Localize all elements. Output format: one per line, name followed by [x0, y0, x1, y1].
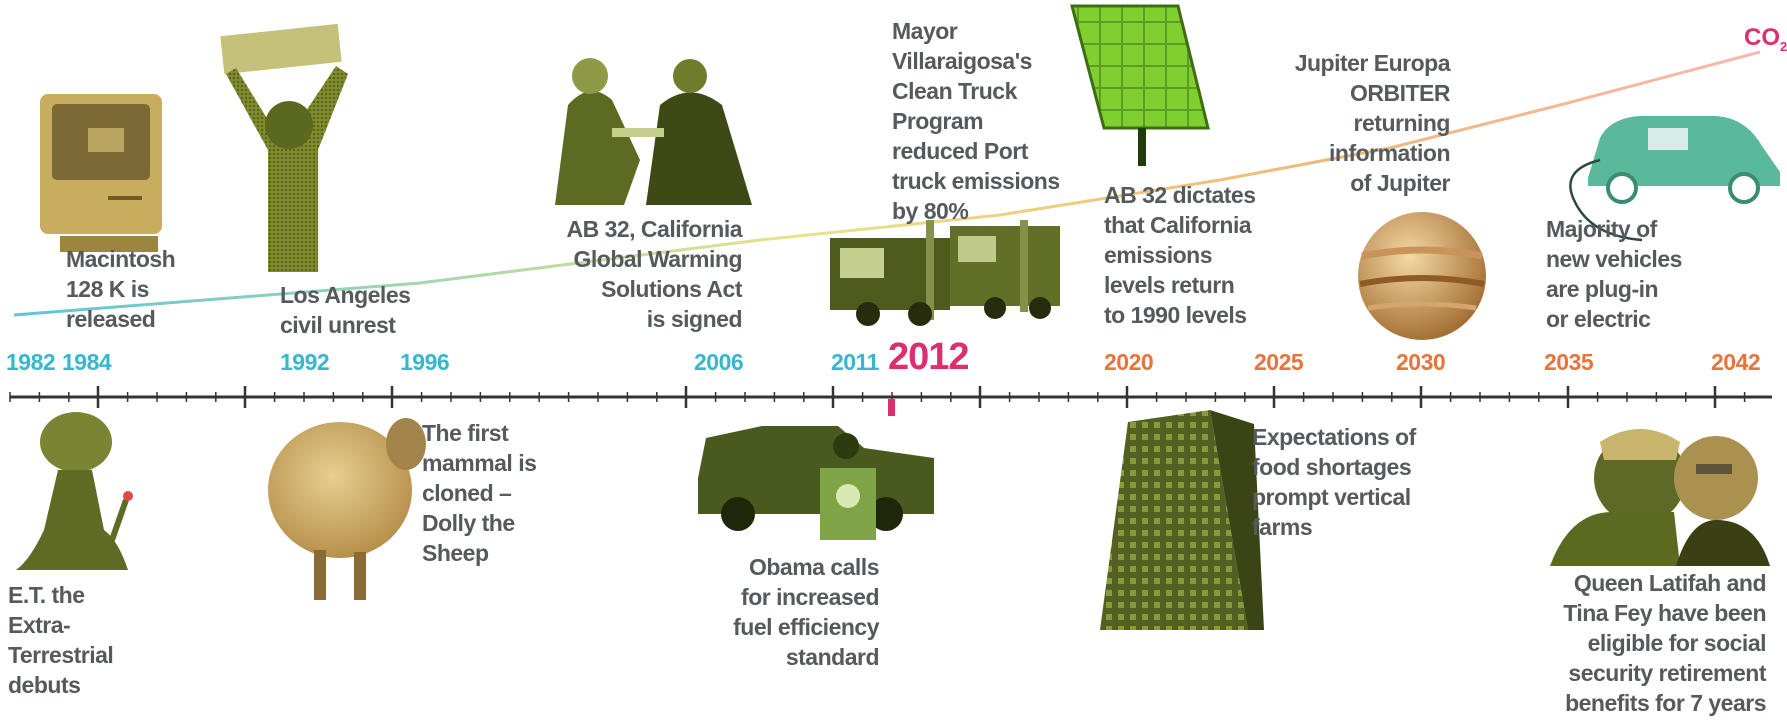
handshake-image — [555, 58, 752, 205]
year-2011: 2011 — [831, 349, 879, 375]
current-year: 2012 — [888, 336, 970, 378]
jupiter-image — [1358, 212, 1486, 340]
electric-car-image — [1569, 116, 1780, 242]
co2-subscript: 2 — [1780, 38, 1787, 54]
event-macintosh: Macintosh 128 K is released — [66, 246, 176, 332]
event-dolly-cloned: The first mammal is cloned – Dolly the S… — [422, 420, 537, 566]
vertical-farm-building-image — [1100, 410, 1264, 630]
dolly-sheep-image — [268, 418, 426, 600]
solar-panel-image — [1070, 4, 1210, 166]
axis-ticks — [9, 386, 1746, 408]
year-1982: 1982 — [6, 349, 56, 375]
event-clean-truck-program: Mayor Villaraigosa's Clean Truck Program… — [892, 18, 1060, 224]
event-obama-fuel-efficiency: Obama calls for increased fuel efficienc… — [733, 554, 879, 670]
event-electric-vehicles: Majority of new vehicles are plug-in or … — [1546, 216, 1682, 332]
year-2042: 2042 — [1711, 349, 1761, 375]
event-vertical-farms: Expectations of food shortages prompt ve… — [1252, 424, 1416, 540]
year-2030: 2030 — [1396, 349, 1446, 375]
event-latifah-fey-retirement: Queen Latifah and Tina Fey have been eli… — [1563, 570, 1766, 716]
macintosh-computer-image — [40, 94, 162, 252]
event-ab32-dictates: AB 32 dictates that California emissions… — [1104, 182, 1256, 328]
year-2020: 2020 — [1104, 349, 1154, 375]
protester-image — [220, 23, 348, 272]
year-2025: 2025 — [1254, 349, 1304, 375]
event-ab32-signed: AB 32, California Global Warming Solutio… — [566, 216, 742, 332]
trucks-image — [830, 220, 1060, 326]
co2-label: CO2 — [1744, 24, 1787, 54]
year-1984: 1984 — [62, 349, 112, 375]
year-1996: 1996 — [400, 349, 450, 375]
event-la-unrest: Los Angeles civil unrest — [280, 282, 411, 338]
obama-truck-image — [698, 426, 934, 540]
year-2006: 2006 — [694, 349, 744, 375]
year-2035: 2035 — [1544, 349, 1594, 375]
event-et-debuts: E.T. the Extra- Terrestrial debuts — [8, 582, 114, 698]
et-image — [16, 412, 133, 570]
year-1992: 1992 — [280, 349, 330, 375]
co2-base-text: CO — [1744, 24, 1780, 51]
event-jupiter-orbiter: Jupiter Europa ORBITER returning informa… — [1294, 50, 1451, 196]
current-year-marker — [888, 399, 895, 416]
co2-trend-line — [13, 50, 1761, 317]
latifah-fey-image — [1550, 429, 1770, 566]
